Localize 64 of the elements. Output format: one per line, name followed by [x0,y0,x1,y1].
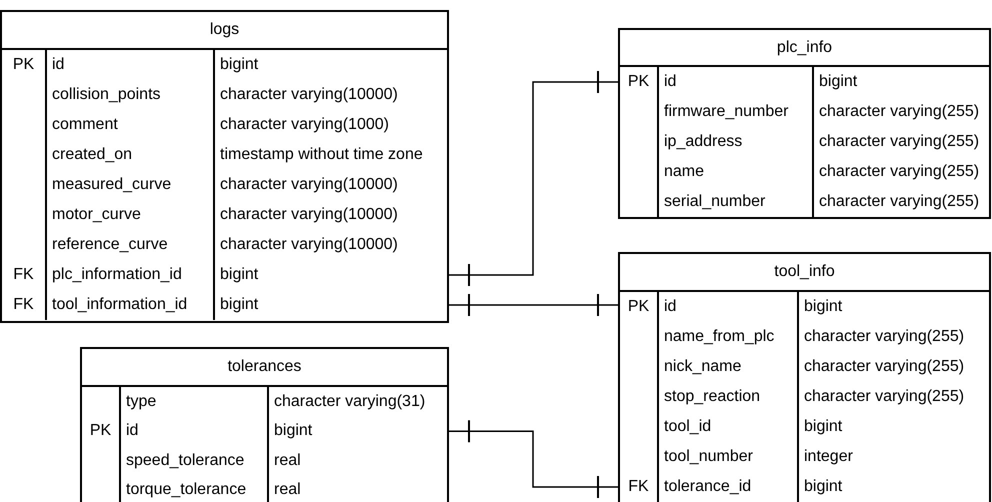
column-name: serial_number [663,192,766,212]
column-type: integer [803,447,854,467]
key-label: FK [12,265,35,285]
column-type: bigint [219,55,260,75]
column-name: stop_reaction [663,387,762,407]
column-name: measured_curve [51,175,172,195]
key-label: PK [88,421,112,442]
column-type: real [273,450,302,471]
column-name: id [125,421,140,442]
key-label: PK [626,297,650,317]
column-name: name_from_plc [663,327,776,347]
column-type: character varying(255) [803,387,966,407]
column-type: character varying(255) [818,162,980,182]
column-type: character varying(10000) [219,175,399,195]
column-name: id [51,55,66,75]
column-type: bigint [818,72,858,92]
key-label: PK [626,72,650,92]
column-type: bigint [273,421,314,442]
column-type: bigint [219,265,260,285]
column-name: ip_address [663,132,744,152]
column-type: character varying(1000) [219,115,390,135]
entity-table [618,252,991,502]
column-name: speed_tolerance [125,450,246,471]
column-name: motor_curve [51,205,142,225]
column-type: character varying(255) [818,192,980,212]
relationship-line [449,70,618,287]
column-name: collision_points [51,85,162,105]
column-name: tool_id [663,417,712,437]
column-name: tolerance_id [663,477,752,497]
column-type: bigint [803,417,844,437]
column-type: character varying(255) [818,132,980,152]
relationship-line [449,293,618,317]
column-type: character varying(10000) [219,205,399,225]
column-name: tool_number [663,447,754,467]
key-label: FK [12,295,35,315]
key-label: FK [627,477,650,497]
column-type: character varying(255) [803,357,966,377]
relationship-line [449,419,618,499]
column-type: bigint [803,297,844,317]
column-name: nick_name [663,357,742,377]
column-type: timestamp without time zone [219,145,424,165]
column-name: comment [51,115,119,135]
column-type: character varying(255) [818,102,980,122]
column-type: character varying(31) [273,392,426,412]
column-name: torque_tolerance [125,480,248,500]
entity-table [80,347,449,502]
column-name: plc_information_id [51,265,183,285]
column-name: id [663,297,678,317]
column-name: created_on [51,145,134,165]
column-name: tool_information_id [51,295,188,315]
column-type: character varying(255) [803,327,966,347]
column-name: type [125,392,158,412]
column-name: reference_curve [51,235,169,255]
column-name: id [663,72,678,92]
column-name: name [663,162,706,182]
column-type: bigint [803,477,844,497]
entity-table [618,28,991,219]
key-label: PK [12,55,36,75]
entity-table [0,10,449,323]
column-type: real [273,480,302,500]
column-type: character varying(10000) [219,85,399,105]
column-name: firmware_number [663,102,790,122]
column-type: character varying(10000) [219,235,399,255]
column-type: bigint [219,295,260,315]
